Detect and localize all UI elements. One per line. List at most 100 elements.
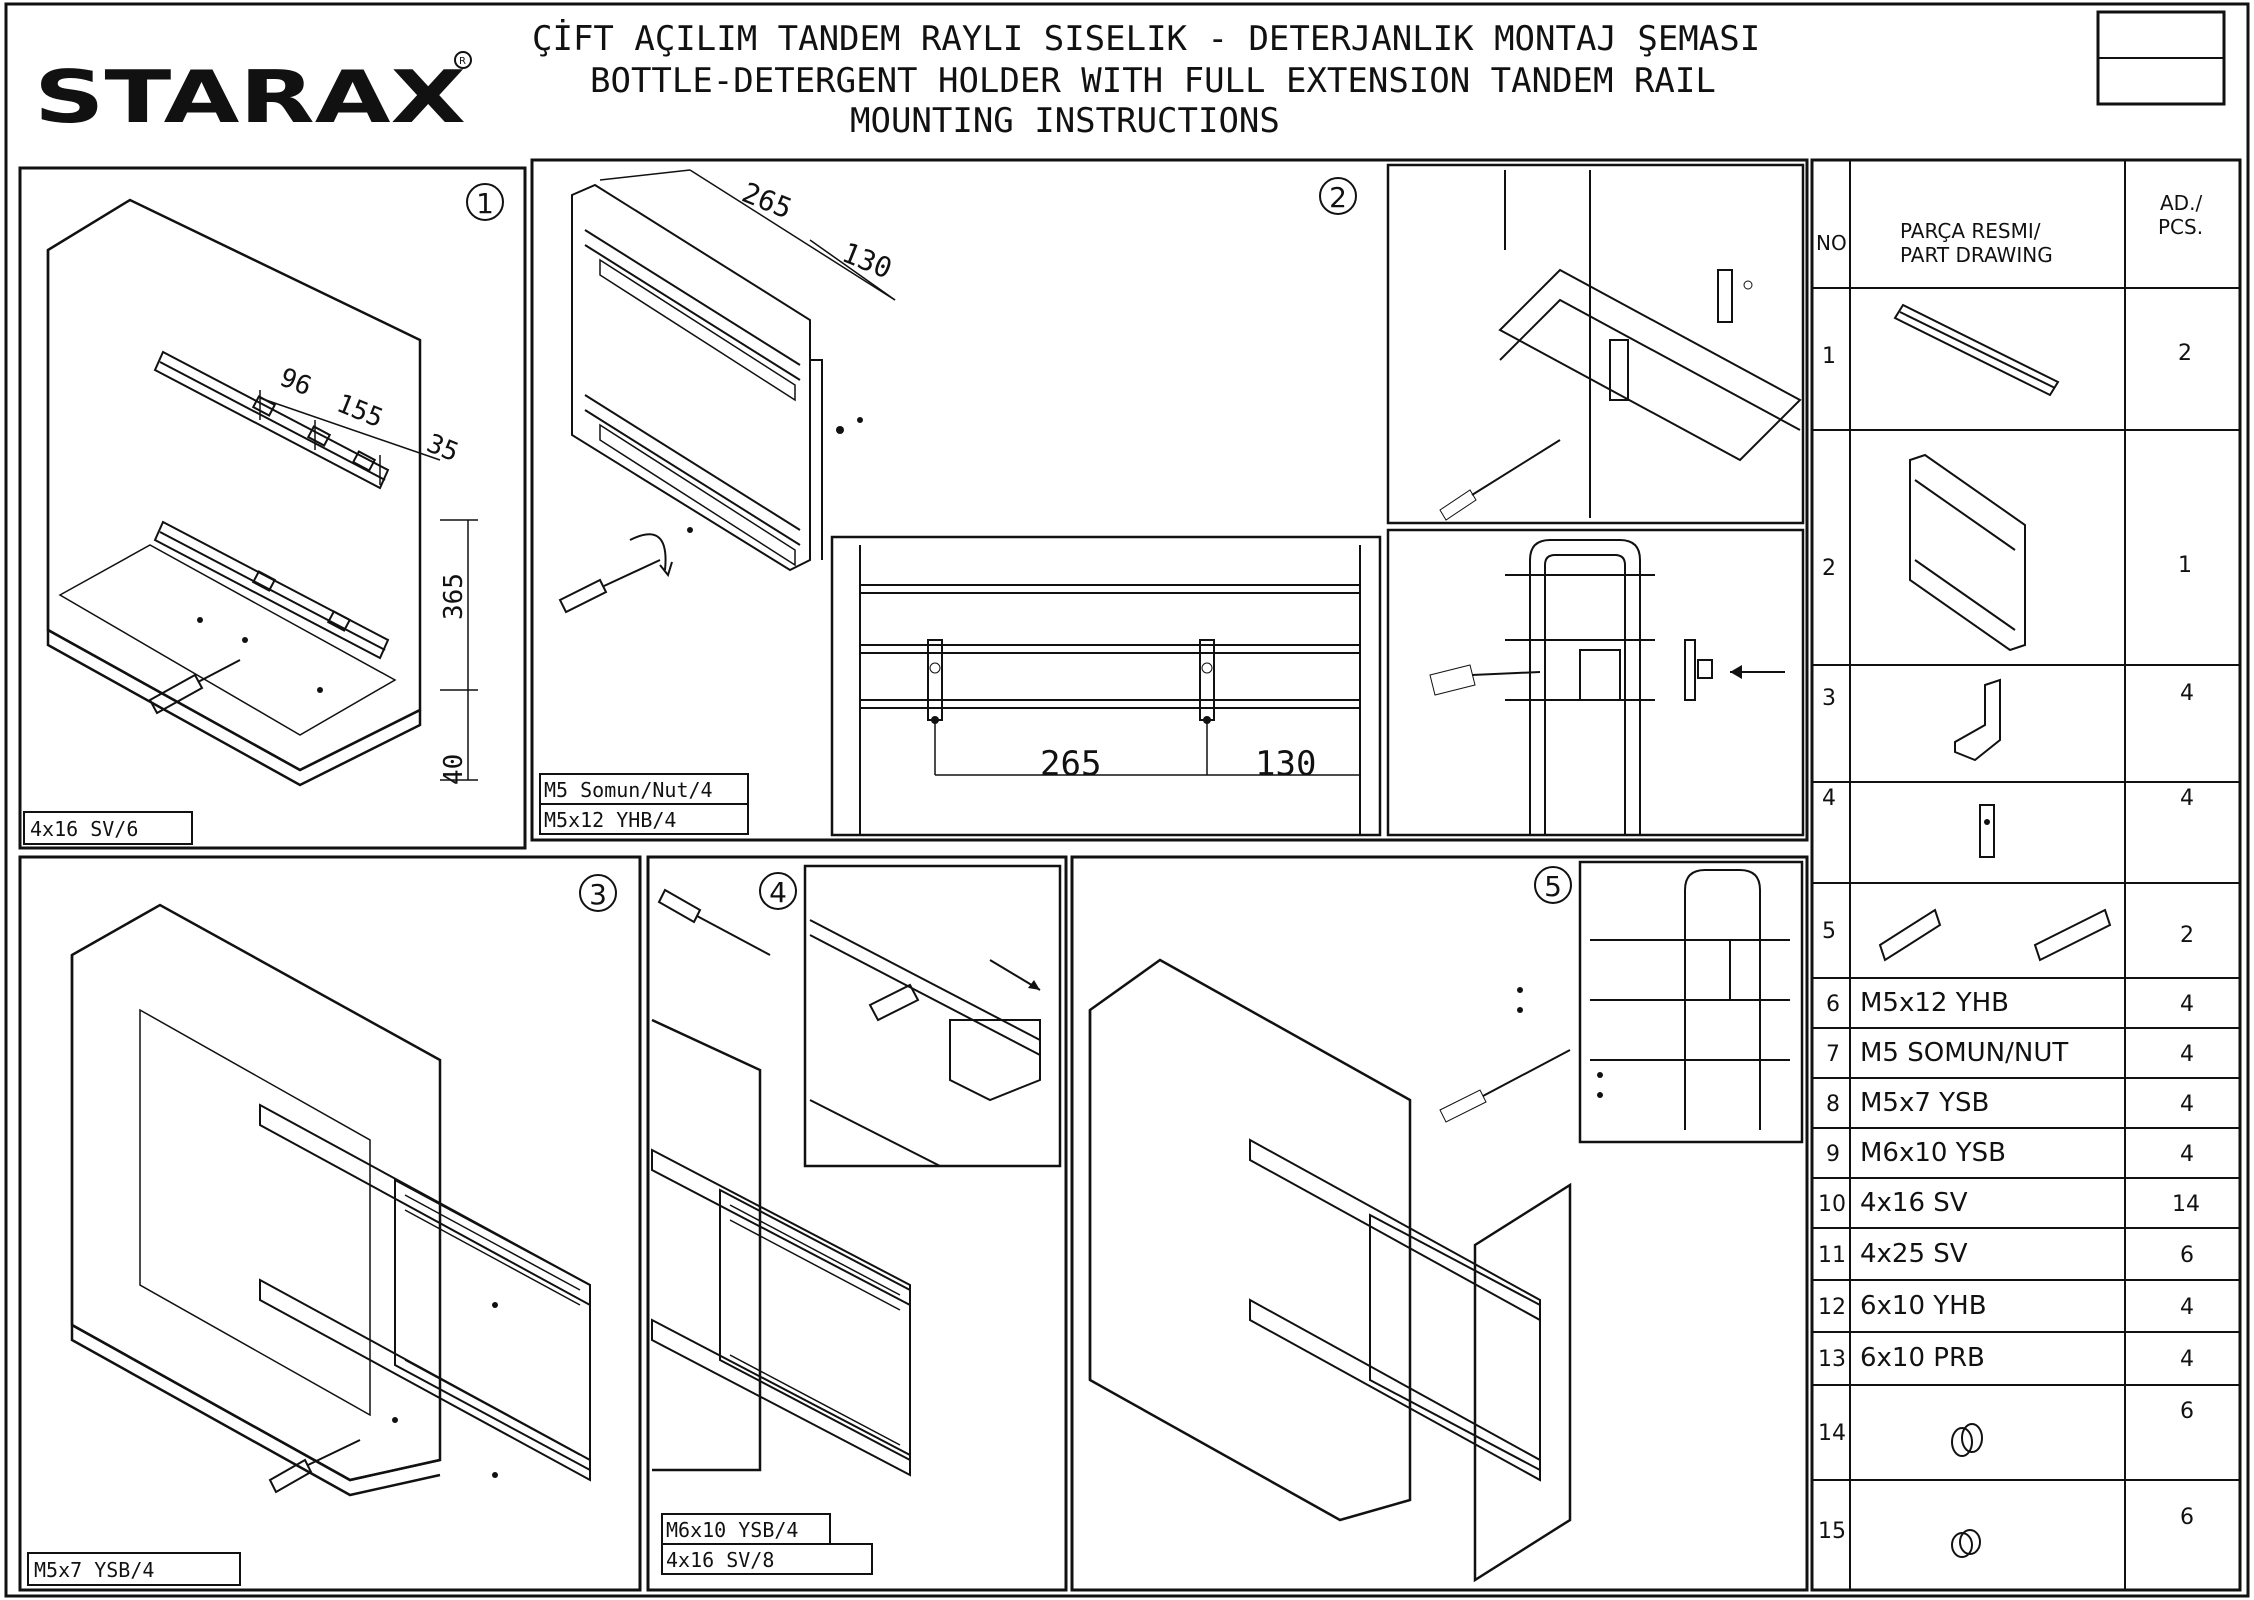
header-drawing-2: PART DRAWING [1900,243,2053,267]
svg-text:11: 11 [1818,1243,1846,1268]
detail-front-panel-mount [1439,860,1804,1144]
rail-part-icon [1893,303,2060,397]
dim-40: 40 [439,754,469,785]
step-2-nut-label: M5 Somun/Nut/4 [544,778,713,802]
screwdriver-icon [268,1302,498,1494]
table-row: 6 M5x12 YHB 4 [1826,988,2194,1018]
step-3-badge [579,874,617,912]
step-2-badge [1319,177,1357,215]
svg-text:8: 8 [1826,1092,1840,1117]
header-drawing-1: PARÇA RESMI/ [1900,219,2041,243]
screwdriver-rotate-icon [558,527,693,614]
table-row: 11 4x25 SV 6 [1818,1239,2194,1269]
clip-part-icon [1878,908,2112,962]
parts-table: NO PARÇA RESMI/ PART DRAWING AD./ PCS. [1810,158,2242,1592]
table-row: 10 4x16 SV 14 [1818,1188,2200,1218]
washer-part-icon [1951,1529,1981,1558]
step-3-screw-label: M5x7 YSB/4 [34,1558,154,1582]
svg-text:2: 2 [2178,341,2192,366]
svg-text:12: 12 [1818,1295,1846,1320]
step-5-panel: 5 [1070,855,1809,1592]
svg-text:4: 4 [2180,1042,2194,1067]
step-1-dimension-lines [259,390,478,781]
svg-text:M5 SOMUN/NUT: M5 SOMUN/NUT [1860,1038,2068,1068]
svg-text:2: 2 [2180,923,2194,948]
svg-text:M5x7 YSB: M5x7 YSB [1860,1088,1989,1118]
plate-part-icon [1979,804,1995,858]
detail-rail-spacing [830,535,1382,837]
screwdriver-icon [148,617,323,715]
step-4-screw-label-2: 4x16 SV/8 [666,1548,774,1572]
header: STARAX R ÇİFT AÇILIM TANDEM RAYLI SISELI… [34,10,2226,141]
revision-box [2096,10,2226,106]
step-4-screw-label-1: M6x10 YSB/4 [666,1518,798,1542]
svg-text:4x16 SV: 4x16 SV [1860,1188,1968,1218]
header-pcs-2: PCS. [2158,215,2203,239]
step-4-panel: 4 M6x10 YSB/4 4x16 SV/8 [646,855,1068,1592]
table-row: 2 1 [1822,453,2192,652]
step-2-screw-label-box [539,803,749,835]
svg-text:6x10 YHB: 6x10 YHB [1860,1291,1987,1321]
svg-text:4: 4 [2180,1142,2194,1167]
step-1-badge [466,183,504,221]
step-5-badge [1534,866,1572,904]
title-line-tr: ÇİFT AÇILIM TANDEM RAYLI SISELIK - DETER… [532,19,1760,59]
svg-text:13: 13 [1818,1347,1846,1372]
svg-text:6: 6 [2180,1399,2194,1424]
dim-265-top: 265 [737,176,796,226]
svg-text:2: 2 [1822,556,1836,581]
svg-text:M5x12 YHB: M5x12 YHB [1860,988,2009,1018]
svg-text:14: 14 [2172,1192,2200,1217]
svg-text:6x10 PRB: 6x10 PRB [1860,1343,1985,1373]
table-row: 13 6x10 PRB 4 [1818,1343,2194,1373]
svg-text:15: 15 [1818,1519,1846,1544]
step-1-number: 1 [476,187,494,220]
dim-130-top: 130 [837,236,896,286]
screwdriver-icon [657,888,771,956]
step-1-screw-label-box [23,811,193,845]
svg-text:4: 4 [1822,786,1836,811]
step-4-number: 4 [769,876,787,909]
step-3-number: 3 [589,878,607,911]
svg-text:6: 6 [2180,1505,2194,1530]
table-row: 9 M6x10 YSB 4 [1826,1138,2194,1168]
cabinet-side-illustration [46,198,422,787]
svg-text:4: 4 [2180,1295,2194,1320]
rail-lower [153,520,390,660]
detail-bracket-mount [1386,163,1805,525]
step-3-screw-label-box [27,1552,241,1586]
table-row: 14 6 [1818,1399,2194,1457]
svg-text:1: 1 [1822,344,1836,369]
title-line-en: BOTTLE-DETERGENT HOLDER WITH FULL EXTENS… [590,61,1716,101]
svg-text:4: 4 [2180,786,2194,811]
cabinet-with-front-panel-illustration [1088,958,1572,1583]
table-row: 7 M5 SOMUN/NUT 4 [1826,1038,2194,1068]
svg-text:4: 4 [2180,1092,2194,1117]
basket-part-icon [1909,453,2026,652]
svg-text:10: 10 [1818,1192,1846,1217]
parts-table-header: NO PARÇA RESMI/ PART DRAWING AD./ PCS. [1816,191,2203,267]
sheet-border [4,2,2250,1598]
table-row: 3 4 [1822,678,2194,762]
svg-text:4: 4 [2180,992,2194,1017]
step-4-badge [759,872,797,910]
header-pcs-1: AD./ [2160,191,2202,215]
step-2-number: 2 [1329,181,1347,214]
svg-text:5: 5 [1822,919,1836,944]
svg-text:M6x10 YSB: M6x10 YSB [1860,1138,2006,1168]
dim-365: 365 [439,573,469,620]
svg-text:3: 3 [1822,686,1836,711]
detail-front-bracket [1386,528,1805,837]
header-no: NO [1816,231,1847,255]
step-2-screw-label: M5x12 YHB/4 [544,808,676,832]
svg-text:6: 6 [1826,992,1840,1017]
dim-35: 35 [422,429,462,469]
detail-rear-clip [803,864,1062,1168]
step-1-screw-label: 4x16 SV/6 [30,817,138,841]
svg-text:14: 14 [1818,1421,1846,1446]
step-2-panel: 2 265 130 M5 So [530,158,1809,842]
step-1-panel: 1 [18,166,527,850]
bushing-part-icon [1951,1423,1983,1457]
title-line-instructions: MOUNTING INSTRUCTIONS [850,101,1280,141]
